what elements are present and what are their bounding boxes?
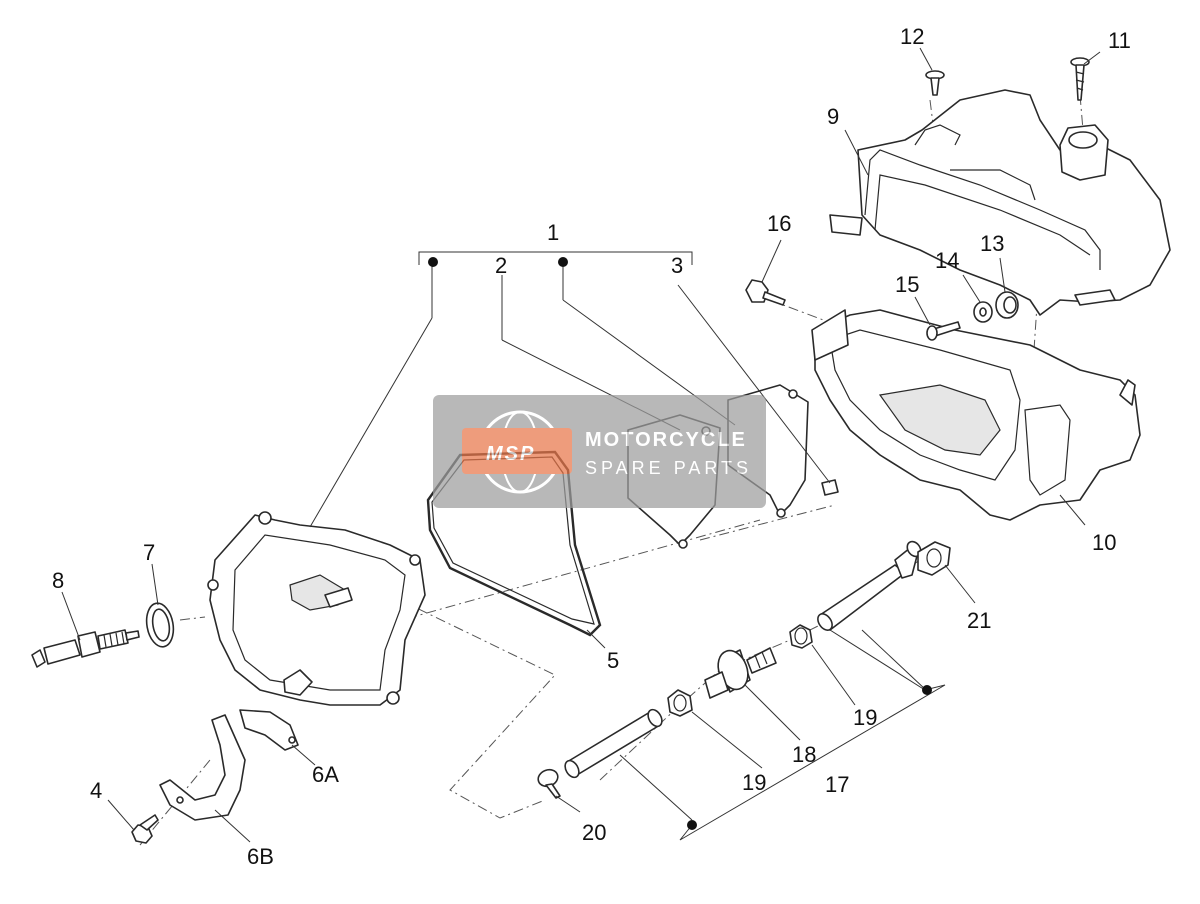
watermark-logo-badge xyxy=(462,428,572,474)
label-part-19-upper: 19 xyxy=(853,705,877,730)
watermark-line1: MOTORCYCLE xyxy=(585,429,747,451)
label-part-2: 2 xyxy=(495,253,507,278)
lower-cover-part-10 xyxy=(811,309,1141,521)
bolt-part-4 xyxy=(131,814,159,844)
label-part-8: 8 xyxy=(52,568,64,593)
clamp-part-20 xyxy=(537,768,561,799)
label-part-6a: 6A xyxy=(312,762,339,787)
watermark-box xyxy=(433,395,766,508)
bullet-dot xyxy=(558,257,568,267)
bolt-part-3 xyxy=(821,479,839,496)
label-part-20: 20 xyxy=(582,820,606,845)
label-part-14: 14 xyxy=(935,248,959,273)
label-part-16: 16 xyxy=(767,211,791,236)
label-part-18: 18 xyxy=(792,742,816,767)
label-part-3: 3 xyxy=(671,253,683,278)
label-part-10: 10 xyxy=(1092,530,1116,555)
bracket-part-6b xyxy=(159,714,246,821)
bullet-dot xyxy=(922,685,932,695)
watermark: MSP MOTORCYCLE SPARE PARTS xyxy=(433,395,766,508)
hose-part-17b xyxy=(564,708,663,779)
screw-part-12 xyxy=(925,70,945,96)
leader-lines xyxy=(61,47,1101,843)
watermark-line2: SPARE PARTS xyxy=(585,458,752,478)
clamp-part-21 xyxy=(917,541,951,576)
bullet-dot xyxy=(687,820,697,830)
bracket-part-6a xyxy=(239,709,299,751)
screw-part-11 xyxy=(1070,57,1090,101)
label-part-17: 17 xyxy=(825,772,849,797)
label-part-9: 9 xyxy=(827,104,839,129)
clamp-part-19-upper xyxy=(789,624,813,649)
screw-part-15 xyxy=(926,321,961,341)
cylinder-head-cover xyxy=(207,511,426,706)
bullet-markers xyxy=(428,257,932,830)
upper-cover-part-9 xyxy=(829,89,1171,316)
label-part-15: 15 xyxy=(895,272,919,297)
screw-part-16 xyxy=(745,279,786,306)
label-part-11: 11 xyxy=(1108,28,1131,53)
label-part-4: 4 xyxy=(90,778,102,803)
bullet-dot xyxy=(428,257,438,267)
label-part-1: 1 xyxy=(547,220,559,245)
label-part-21: 21 xyxy=(967,608,991,633)
spark-plug-part-8 xyxy=(31,629,140,668)
label-part-5: 5 xyxy=(607,648,619,673)
hose-part-17 xyxy=(817,540,922,631)
clamp-part-19-lower xyxy=(667,689,693,717)
label-part-6b: 6B xyxy=(247,844,274,869)
label-part-12: 12 xyxy=(900,24,924,49)
label-part-19-lower: 19 xyxy=(742,770,766,795)
grommet-part-13 xyxy=(995,291,1019,319)
label-part-7: 7 xyxy=(143,540,155,565)
washer-part-14 xyxy=(973,301,993,323)
watermark-logo-text: MSP xyxy=(486,443,535,465)
valve-part-18 xyxy=(704,647,777,699)
part-number-labels: 1 2 3 4 5 6A 6B 7 8 9 10 11 12 13 14 15 … xyxy=(52,24,1131,869)
seal-ring-part-7 xyxy=(145,602,175,648)
label-part-13: 13 xyxy=(980,231,1004,256)
